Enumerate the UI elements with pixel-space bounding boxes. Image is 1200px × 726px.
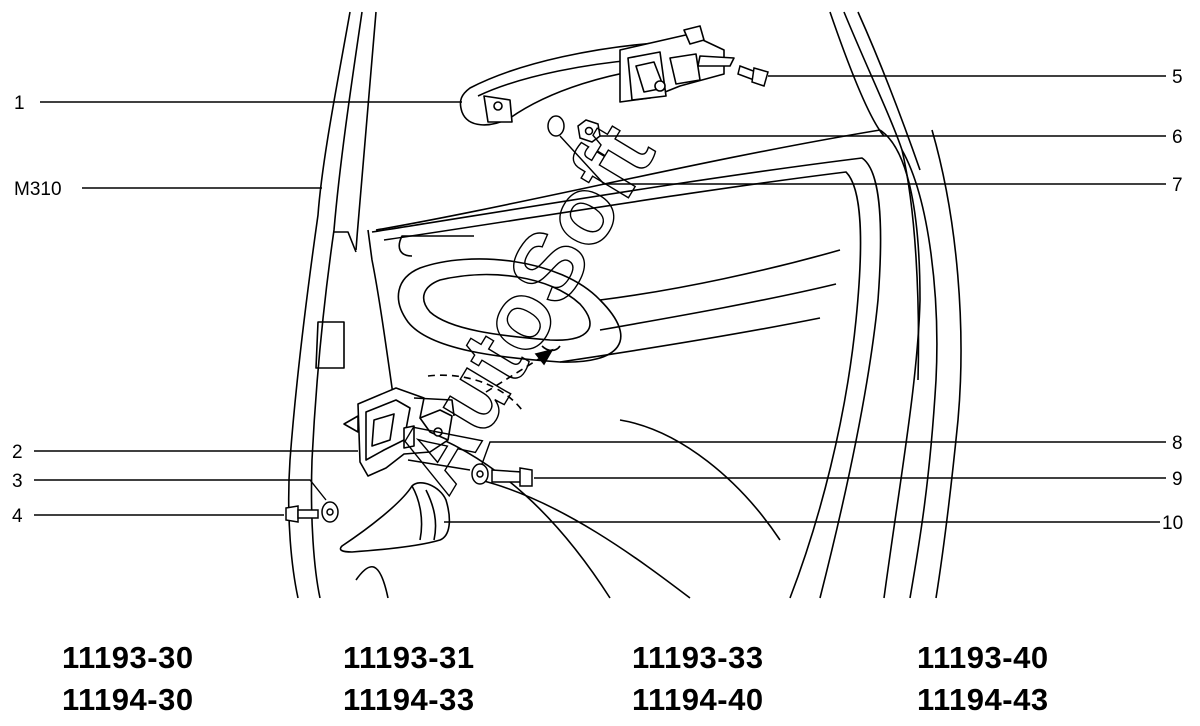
inner-handle-bracket [343, 387, 455, 477]
model-codes: 11193-30 11193-31 11193-33 11193-40 1119… [0, 632, 1200, 726]
callout-6: 6 [1172, 127, 1183, 148]
model-code: 11194-30 [62, 682, 194, 717]
callout-5: 5 [1172, 67, 1183, 88]
model-code: 11193-30 [62, 640, 194, 675]
callout-8: 8 [1172, 433, 1183, 454]
inner-door-handle-10 [339, 482, 451, 553]
callout-4: 4 [12, 506, 23, 527]
rosette-8 [471, 463, 489, 485]
screw-4 [285, 505, 319, 523]
callout-3: 3 [12, 471, 23, 492]
callout-7: 7 [1172, 175, 1183, 196]
model-code: 11194-33 [343, 682, 475, 717]
callout-2: 2 [12, 442, 23, 463]
watermark: AutoSoft [374, 106, 674, 508]
washer-7 [547, 115, 565, 137]
callout-10: 10 [1162, 513, 1183, 534]
model-code: 11194-43 [917, 682, 1049, 717]
callout-9: 9 [1172, 469, 1183, 490]
callout-m310: M310 [14, 179, 62, 200]
model-code: 11193-40 [917, 640, 1049, 675]
model-code: 11193-33 [632, 640, 764, 675]
leader-lines [34, 75, 1166, 523]
assembly-arrow [427, 348, 554, 411]
rosette-3 [321, 501, 339, 523]
callout-1: 1 [14, 93, 25, 114]
nut-6 [577, 119, 601, 143]
screw-5 [737, 65, 769, 87]
screw-9 [491, 467, 533, 487]
car-body-outline [287, 11, 962, 599]
model-code: 11194-40 [632, 682, 764, 717]
model-code: 11193-31 [343, 640, 475, 675]
outer-door-handle [459, 25, 735, 126]
